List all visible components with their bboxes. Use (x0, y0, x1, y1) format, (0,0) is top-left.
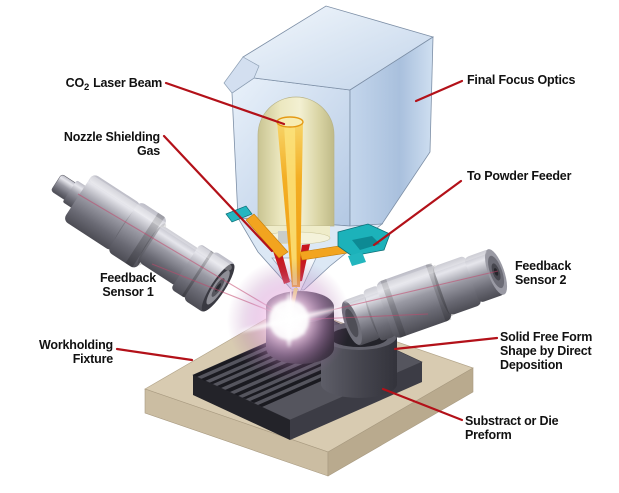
label-feedback-sensor-1-b: Sensor 1 (102, 285, 153, 299)
leader-solid-free-form (393, 336, 499, 351)
powder-fitting-left (225, 205, 253, 223)
label-solid-free-form-c: Deposition (500, 358, 563, 372)
leader-final-focus-optics (414, 79, 464, 103)
label-workholding-fixture-a: Workholding (39, 338, 113, 352)
leader-co2-laser-beam (164, 81, 286, 126)
label-feedback-sensor-1-a: Feedback (100, 271, 156, 285)
label-workholding-fixture-b: Fixture (73, 352, 114, 366)
label-substract-preform-a: Substract or Die (465, 414, 559, 428)
leader-to-powder-feeder (372, 179, 463, 247)
leader-nozzle-shielding-gas (162, 134, 274, 253)
label-feedback-sensor-2-b: Sensor 2 (515, 273, 566, 287)
leader-workholding-fixture (115, 347, 194, 362)
label-feedback-sensor-2-a: Feedback (515, 259, 571, 273)
leader-lines (115, 79, 499, 422)
melt-pool-glow (227, 258, 351, 382)
label-solid-free-form-b: Shape by Direct (500, 344, 593, 358)
feedback-sensor-2 (341, 248, 508, 346)
feedback-sensor-1 (51, 174, 235, 312)
label-solid-free-form-a: Solid Free Form (500, 330, 592, 344)
label-nozzle-shielding-gas-1: Nozzle Shielding (64, 130, 160, 144)
label-nozzle-shielding-gas-2: Gas (137, 144, 160, 158)
leader-substract-preform (381, 387, 464, 422)
label-substract-preform-b: Preform (465, 428, 512, 442)
label-to-powder-feeder: To Powder Feeder (467, 169, 572, 183)
label-final-focus-optics: Final Focus Optics (467, 73, 575, 87)
